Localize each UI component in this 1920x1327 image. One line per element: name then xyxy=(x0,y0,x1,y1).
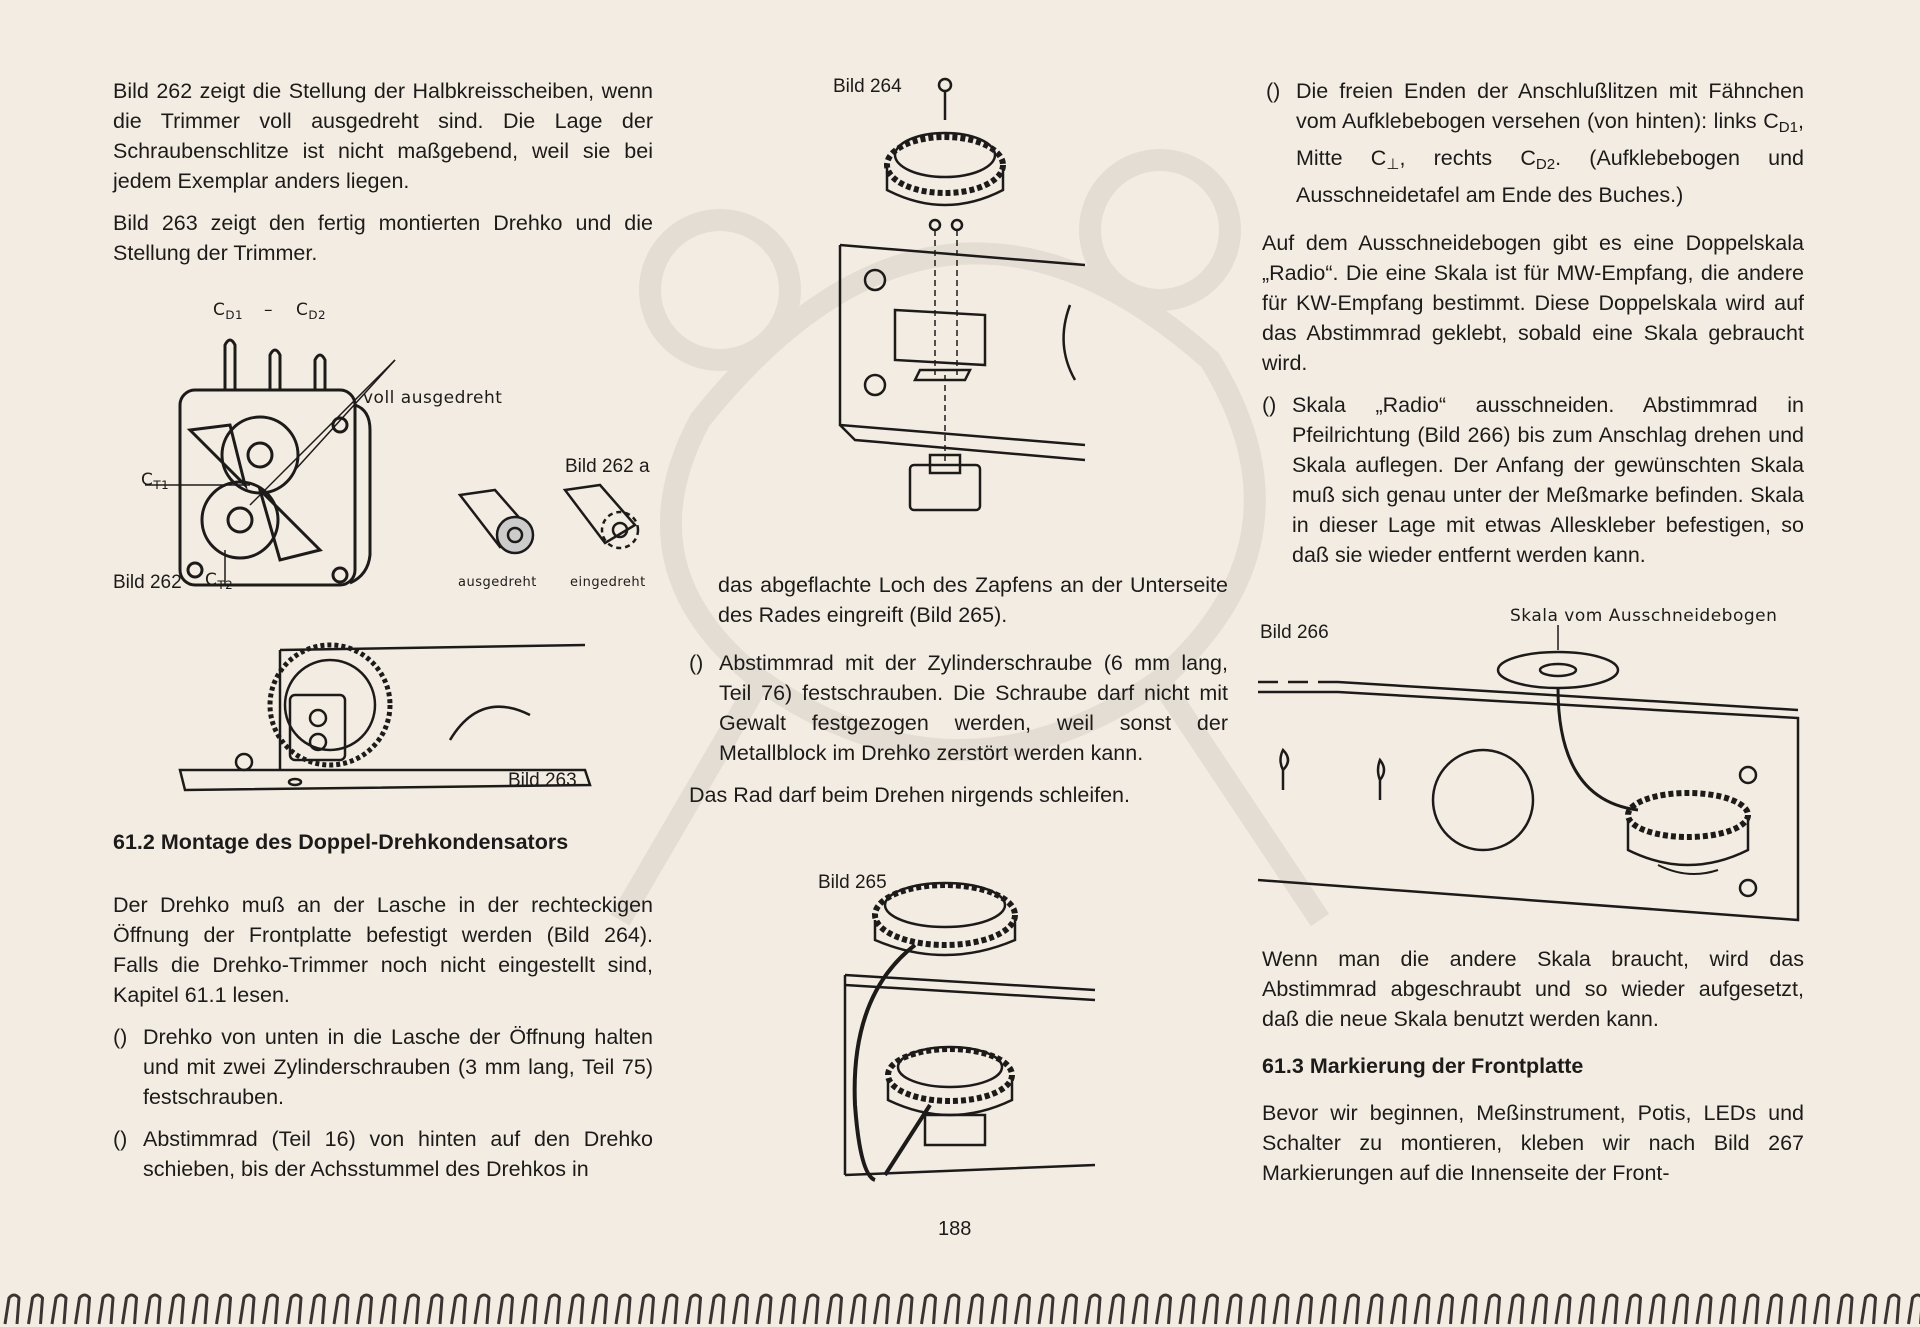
label-cd2: CD2 xyxy=(296,300,327,322)
label-skala-vom-ausschneidebogen: Skala vom Ausschneidebogen xyxy=(1510,606,1778,626)
right-column-end: Bevor wir beginnen, Meßinstrument, Potis… xyxy=(1262,1098,1804,1200)
label-ct1: CT1 xyxy=(141,470,170,492)
checklist-item[interactable]: () Die freien Enden der Anschlußlitzen mi… xyxy=(1266,76,1804,210)
figure-263-mounted-drehko xyxy=(178,642,592,792)
caption-bild-266: Bild 266 xyxy=(1260,622,1329,643)
label-cd1: CD1 xyxy=(213,300,244,322)
item-text: Drehko von unten in die Lasche der Öffnu… xyxy=(143,1025,653,1109)
left-column-top: Bild 262 zeigt die Stellung der Halbkrei… xyxy=(113,76,653,280)
paragraph: Bild 262 zeigt die Stellung der Halbkrei… xyxy=(113,79,653,193)
caption-bild-262: Bild 262 xyxy=(113,572,182,593)
paragraph: das abgeflachte Loch des Zapfens an der … xyxy=(718,573,1228,627)
label-ct2: CT2 xyxy=(205,570,234,592)
figure-266-scale-on-wheel xyxy=(1257,625,1800,922)
caption-bild-264: Bild 264 xyxy=(833,76,902,97)
paragraph: Bild 263 zeigt den fertig montierten Dre… xyxy=(113,211,653,265)
paragraph: Der Drehko muß an der Lasche in der rech… xyxy=(113,893,653,1007)
label-minus: – xyxy=(264,300,273,320)
figure-262a-trimmers xyxy=(457,483,640,555)
checklist-item[interactable]: () Skala „Radio“ ausschneiden. Abstimmrad… xyxy=(1262,390,1804,570)
item-text: Abstimmrad (Teil 16) von hinten auf den … xyxy=(143,1127,653,1181)
figure-265-wheel-on-drehko xyxy=(843,881,1096,1182)
checkbox[interactable]: () xyxy=(113,1127,128,1151)
right-column-top: () Die freien Enden der Anschlußlitzen mi… xyxy=(1266,76,1804,222)
caption-bild-262a: Bild 262 a xyxy=(565,456,650,477)
label-voll-ausgedreht: voll ausgedreht xyxy=(363,388,503,408)
checkbox[interactable]: () xyxy=(113,1025,128,1049)
spiral-binding xyxy=(3,1293,1920,1325)
right-column-bottom: Wenn man die andere Skala braucht, wird … xyxy=(1262,944,1804,1046)
paragraph: Auf dem Ausschneidebogen gibt es eine Do… xyxy=(1262,231,1804,375)
middle-column-top: das abgeflachte Loch des Zapfens an der … xyxy=(718,570,1228,642)
item-text: Abstimmrad mit der Zylinderschraube (6 m… xyxy=(719,651,1228,765)
item-text: Skala „Radio“ ausschneiden. Abstimmrad i… xyxy=(1292,393,1804,567)
item-text: Die freien Enden der Anschlußlitzen mit … xyxy=(1296,79,1804,207)
label-eingedreht: eingedreht xyxy=(570,575,646,590)
figure-262-drehko xyxy=(145,338,396,587)
caption-bild-265: Bild 265 xyxy=(818,872,887,893)
middle-column-mid: () Abstimmrad mit der Zylinderschraube (6… xyxy=(689,648,1228,822)
page-number: 188 xyxy=(938,1218,972,1240)
checklist-item[interactable]: () Abstimmrad (Teil 16) von hinten auf de… xyxy=(113,1124,653,1184)
caption-bild-263: Bild 263 xyxy=(508,770,577,791)
left-column-bottom: Der Drehko muß an der Lasche in der rech… xyxy=(113,890,653,1196)
checkbox[interactable]: () xyxy=(1266,79,1281,103)
figure-264-exploded-assembly xyxy=(838,77,1086,512)
bear-watermark xyxy=(610,149,1330,927)
checklist-item[interactable]: () Drehko von unten in die Lasche der Öff… xyxy=(113,1022,653,1112)
right-column-mid: Auf dem Ausschneidebogen gibt es eine Do… xyxy=(1262,228,1804,582)
section-heading-61-3: 61.3 Markierung der Frontplatte xyxy=(1262,1054,1584,1078)
section-heading-61-2: 61.2 Montage des Doppel-Drehkondensators xyxy=(113,830,569,854)
paragraph: Das Rad darf beim Drehen nirgends schlei… xyxy=(689,783,1130,807)
paragraph: Wenn man die andere Skala braucht, wird … xyxy=(1262,947,1804,1031)
checkbox[interactable]: () xyxy=(1262,393,1277,417)
checklist-item[interactable]: () Abstimmrad mit der Zylinderschraube (6… xyxy=(689,648,1228,768)
checkbox[interactable]: () xyxy=(689,651,704,675)
label-ausgedreht: ausgedreht xyxy=(458,575,537,590)
paragraph: Bevor wir beginnen, Meßinstrument, Potis… xyxy=(1262,1101,1804,1185)
